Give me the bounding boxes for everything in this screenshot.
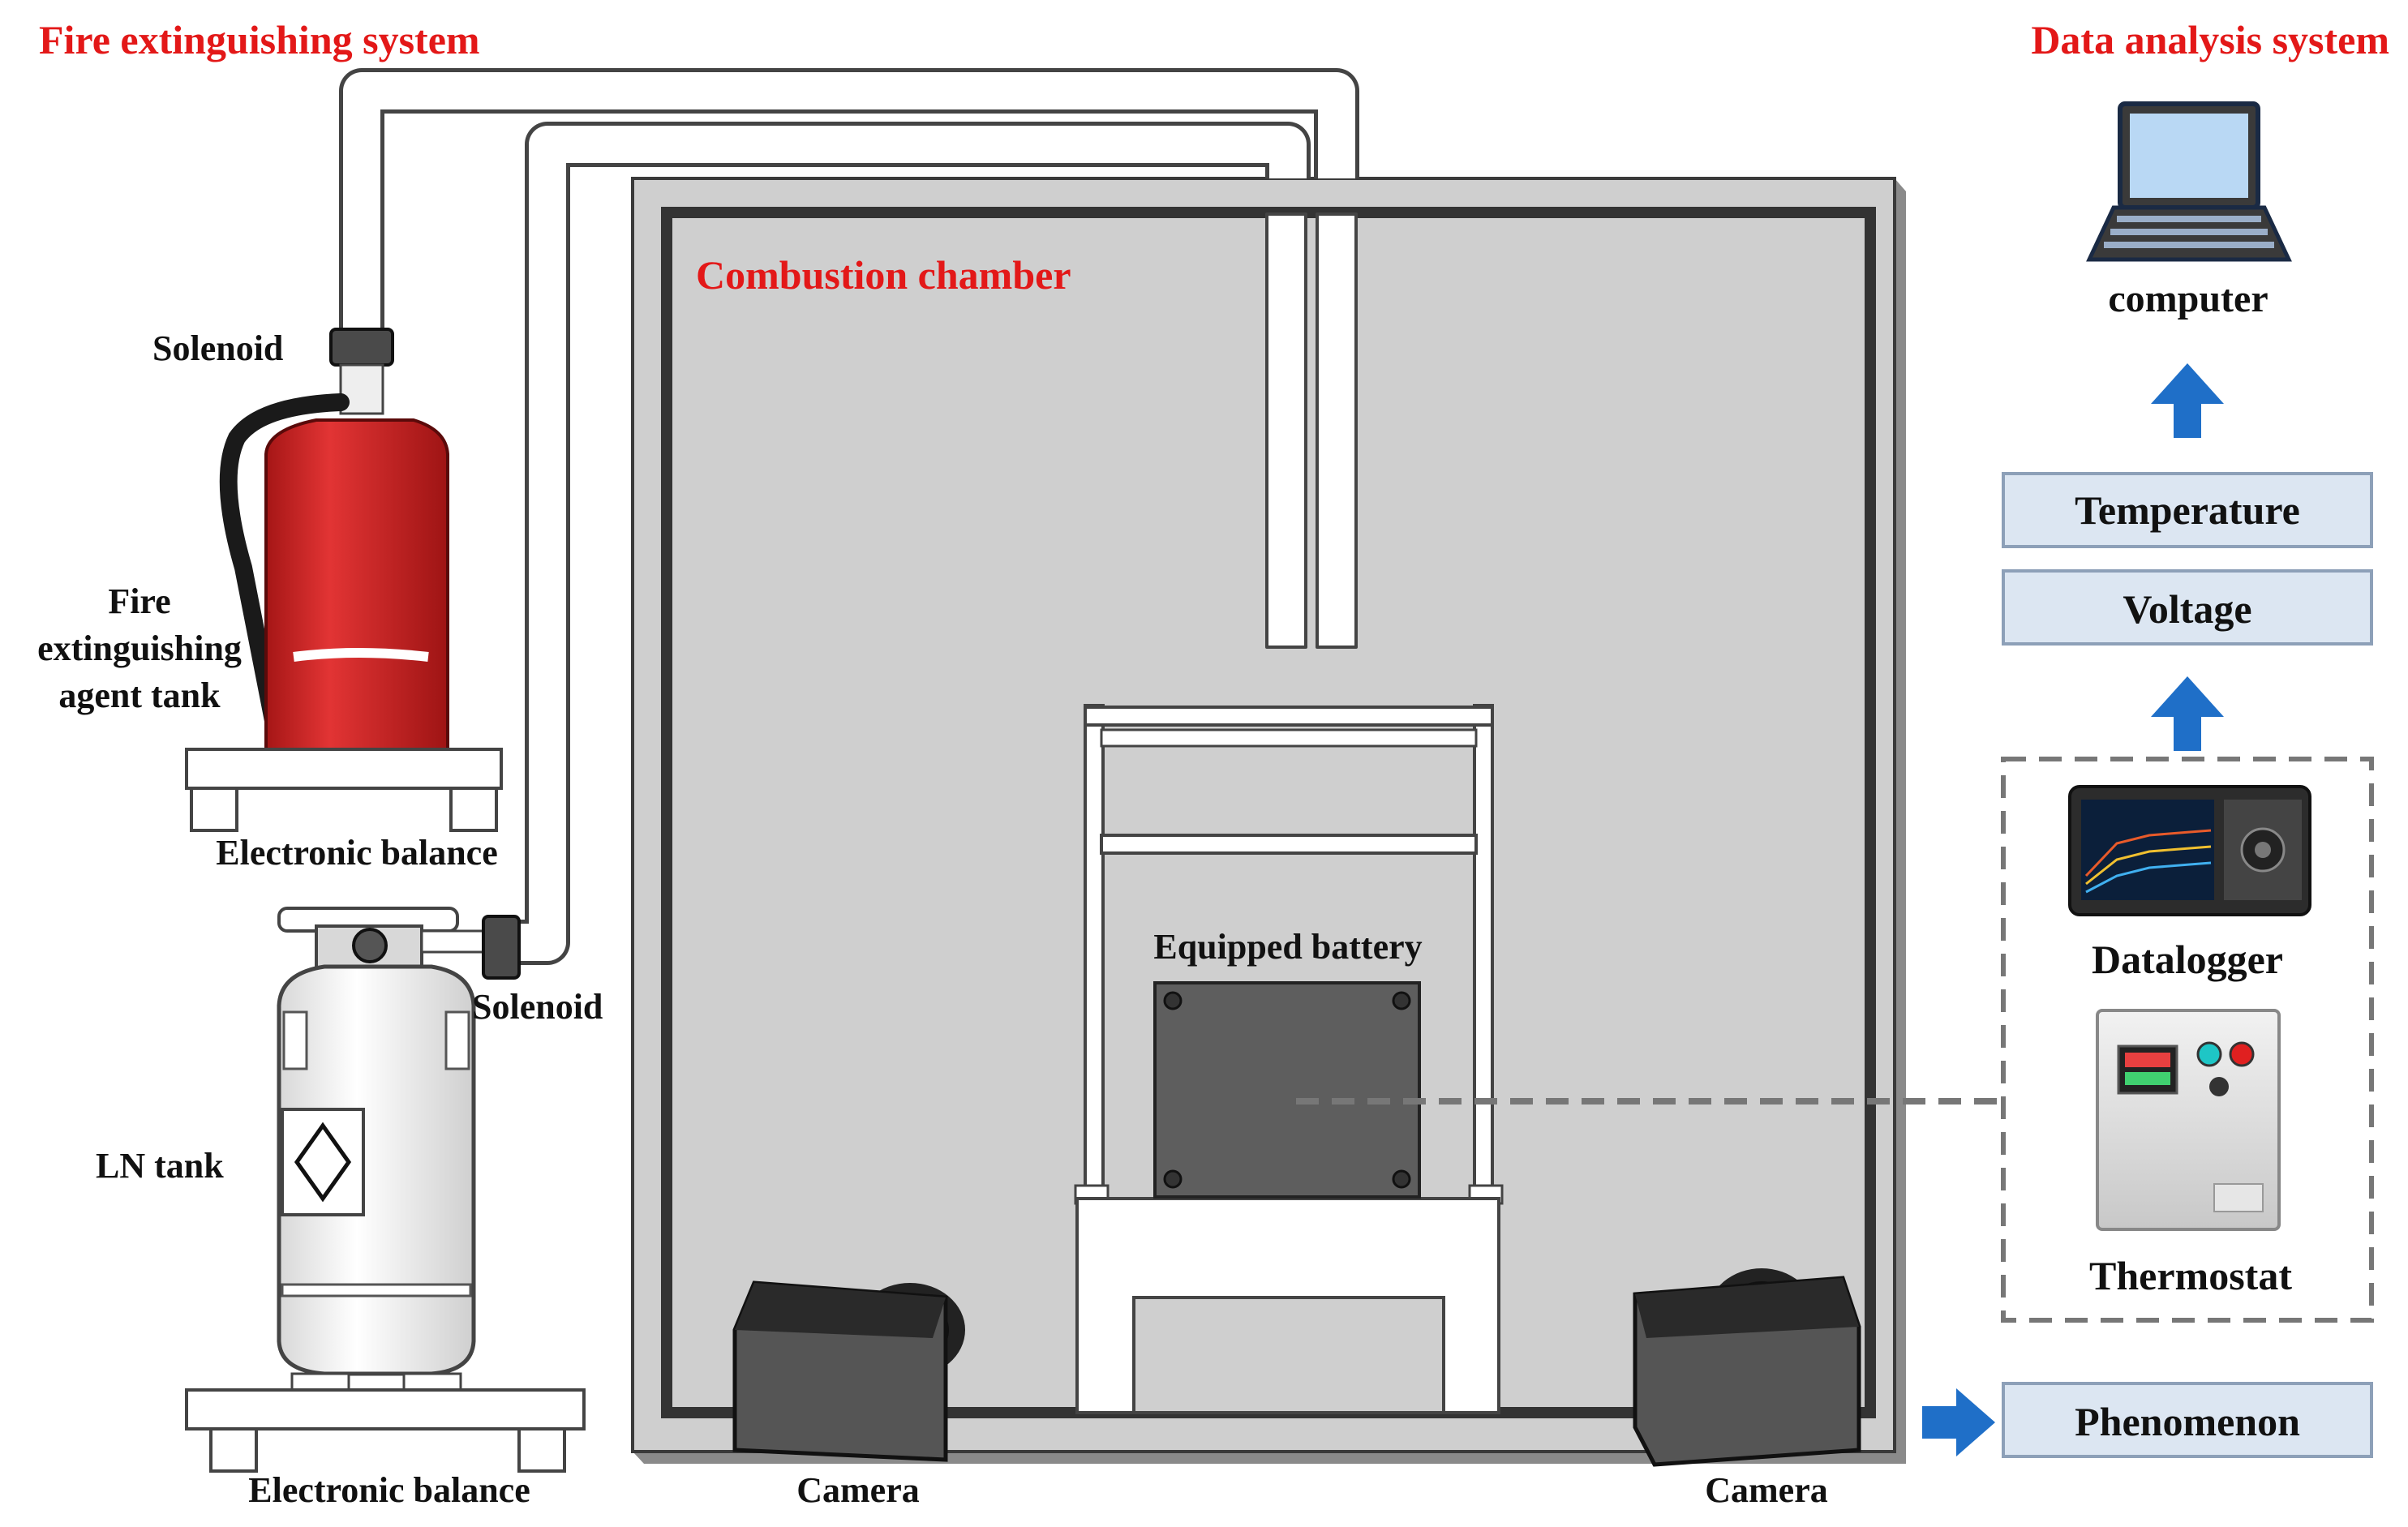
data-system-title: Data analysis system <box>2031 17 2389 62</box>
fire-tank-label-line1: Fire <box>108 581 170 621</box>
temperature-label: Temperature <box>2075 487 2300 533</box>
voltage-label: Voltage <box>2123 586 2251 632</box>
phenomenon-box <box>2002 1382 2373 1458</box>
instrument-group-frame <box>2001 757 2374 1323</box>
temperature-box <box>2002 472 2373 548</box>
camera-left-label: Camera <box>796 1470 920 1510</box>
datalogger-icon <box>2068 785 2311 916</box>
battery <box>1153 981 1421 1199</box>
fire-tank-label-line3: agent tank <box>58 676 221 715</box>
battery-rack <box>1074 704 1504 1414</box>
arrow-up-icon <box>2151 676 2224 751</box>
pipe-network <box>339 68 1359 965</box>
laptop-icon <box>2086 101 2292 262</box>
arrow-up-icon <box>2151 363 2224 438</box>
ln-tank-label: LN tank <box>96 1146 224 1186</box>
fire-tank-label-line2: extinguishing <box>37 628 242 668</box>
thermostat-icon <box>2096 1009 2281 1231</box>
arrow-right-icon <box>1922 1388 1995 1456</box>
voltage-box <box>2002 569 2373 646</box>
camera-right-label: Camera <box>1705 1470 1828 1510</box>
thermostat-label: Thermostat <box>2089 1253 2292 1298</box>
fire-system-title: Fire extinguishing system <box>39 17 480 62</box>
camera-right-icon <box>1633 1268 1861 1467</box>
fire-extinguisher-tank-icon <box>185 328 503 832</box>
combustion-chamber <box>631 177 1906 1464</box>
computer-label: computer <box>2108 277 2268 320</box>
datalogger-label: Datalogger <box>2092 937 2283 982</box>
solenoid-bottom-label: Solenoid <box>472 987 603 1027</box>
balance-bottom-label: Electronic balance <box>248 1470 530 1510</box>
camera-left-icon <box>732 1280 965 1462</box>
balance-top-label: Electronic balance <box>216 833 497 873</box>
combustion-chamber-label: Combustion chamber <box>696 252 1071 298</box>
battery-label: Equipped battery <box>1153 927 1422 967</box>
ln-tank-icon <box>185 907 586 1473</box>
solenoid-top-label: Solenoid <box>152 328 283 368</box>
phenomenon-label: Phenomenon <box>2075 1399 2300 1444</box>
